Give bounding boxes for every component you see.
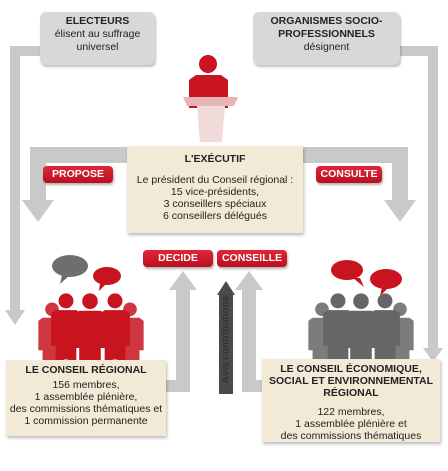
executif-box: L'EXÉCUTIF Le président du Conseil régio… [127,146,303,233]
conseil-regional-line: 1 assemblée plénière, [34,391,138,403]
arrow-organismes-to-ceser [400,46,443,362]
conseil-regional-title: LE CONSEIL RÉGIONAL [25,364,147,376]
ceser-title-line: RÉGIONAL [323,387,379,399]
electeurs-box: ELECTEURS élisent au suffrage universel [40,12,155,65]
ceser-title-line: LE CONSEIL ÉCONOMIQUE, [280,363,422,375]
organismes-title: ORGANISMES SOCIO-PROFESSIONNELS [270,15,383,40]
speech-bubbles-left-icon [52,255,121,291]
ceser-title-line: SOCIAL ET ENVIRONNEMENTAL [268,375,434,387]
conseil-regional-line: des commissions thématiques et [9,403,163,415]
electeurs-title: ELECTEURS [65,15,130,27]
arrow-conseille [235,271,264,392]
ceser-line: des commissions thématiques [280,430,422,442]
ceser-line: 1 assemblée plénière et [295,418,407,430]
avis-contributions-text: Avis contributions [220,295,232,384]
ceser-box: LE CONSEIL ÉCONOMIQUE, SOCIAL ET ENVIRON… [262,359,440,442]
executif-title: L'EXÉCUTIF [184,153,246,165]
arrow-decide [160,271,197,392]
avis-contributions-label: Avis contributions [219,286,233,396]
arrow-consulte [303,147,416,222]
electeurs-text: élisent au suffrage universel [54,28,141,53]
president-at-podium-icon [183,55,238,142]
ceser-line: 122 membres, [317,406,385,418]
organismes-box: ORGANISMES SOCIO-PROFESSIONNELS désignen… [253,12,400,65]
conseille-label: CONSEILLE [217,250,287,267]
executif-body: Le président du Conseil régional : 15 vi… [127,174,303,222]
consulte-label: CONSULTE [316,166,382,183]
organismes-text: désignent [303,41,350,53]
arrow-propose [22,147,128,222]
propose-label: PROPOSE [43,166,113,183]
conseil-regional-line: 1 commission permanente [24,415,148,427]
decide-label: DECIDE [143,250,213,267]
speech-bubbles-right-icon [331,260,402,296]
conseil-regional-box: LE CONSEIL RÉGIONAL 156 membres, 1 assem… [6,360,166,436]
executif-line: 6 conseillers délégués [163,210,267,222]
executif-line: Le président du Conseil régional : [136,174,294,186]
conseil-regional-line: 156 membres, [52,379,120,391]
arrow-avis-contributions [217,281,235,394]
executif-line: 15 vice-présidents, [170,186,260,198]
executif-line: 3 conseillers spéciaux [163,198,267,210]
